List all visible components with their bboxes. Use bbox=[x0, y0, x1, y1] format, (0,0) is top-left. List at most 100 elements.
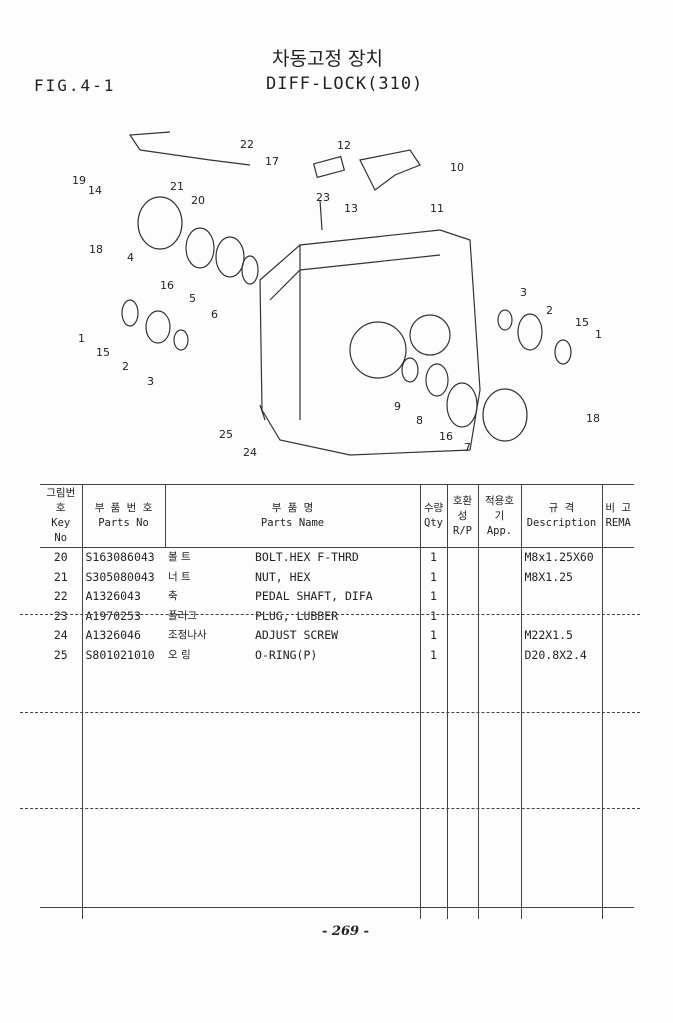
cell-app bbox=[477, 626, 521, 646]
cell-desc: D20.8X2.4 bbox=[520, 645, 602, 665]
callout: 15 bbox=[575, 316, 589, 329]
table-row bbox=[40, 801, 634, 822]
cell-qty: 1 bbox=[419, 567, 447, 587]
cell-part: A1326043 bbox=[81, 587, 165, 607]
cell-name: O-RING(P) bbox=[255, 647, 318, 662]
cell-desc bbox=[520, 684, 602, 704]
cell-rp bbox=[446, 860, 478, 880]
cell-rp bbox=[446, 665, 478, 685]
page-number: - 269 - bbox=[322, 924, 369, 939]
diagram-drawing bbox=[121, 131, 572, 456]
cell-rp bbox=[446, 567, 478, 587]
cell-rp bbox=[446, 723, 478, 743]
callout: 8 bbox=[416, 414, 423, 427]
cell-rema bbox=[601, 587, 634, 607]
callout: 12 bbox=[337, 139, 351, 152]
cell-rema bbox=[601, 860, 634, 880]
callout: 18 bbox=[89, 243, 103, 256]
cell-rema bbox=[601, 684, 634, 704]
cell-qty bbox=[419, 704, 447, 724]
cell-qty bbox=[419, 743, 447, 763]
cell-qty: 1 bbox=[419, 626, 447, 646]
cell-name bbox=[215, 821, 420, 841]
callout: 1 bbox=[78, 332, 85, 345]
cell-rp bbox=[446, 782, 478, 802]
cell-ko bbox=[165, 802, 215, 822]
cell-name bbox=[215, 724, 420, 744]
cell-rema bbox=[601, 782, 634, 802]
cell-rema bbox=[601, 821, 634, 841]
cell-key: 24 bbox=[53, 628, 68, 642]
cell-rema bbox=[601, 723, 634, 743]
cell-name: PLUG, LUBBER bbox=[255, 608, 339, 623]
cell-ko bbox=[165, 860, 215, 880]
callout: 1 bbox=[595, 328, 602, 341]
cell-rp bbox=[446, 547, 478, 568]
cell-app bbox=[477, 645, 521, 665]
cell-desc bbox=[520, 665, 602, 685]
divider bbox=[20, 712, 640, 713]
cell-key bbox=[40, 860, 82, 880]
cell-rema bbox=[601, 665, 634, 685]
cell-app bbox=[477, 762, 521, 782]
cell-name bbox=[215, 665, 420, 685]
cell-rp bbox=[446, 899, 478, 919]
cell-ko: 오 링 bbox=[168, 648, 191, 661]
cell-part bbox=[81, 801, 165, 821]
cell-rema bbox=[601, 567, 634, 587]
cell-desc bbox=[520, 723, 602, 743]
exploded-parts-diagram: 22 12 17 10 19 14 21 20 23 13 11 18 4 16… bbox=[72, 131, 602, 459]
callout: 20 bbox=[191, 194, 205, 207]
cell-ko bbox=[165, 685, 215, 705]
table-bottom-line bbox=[40, 907, 634, 908]
cell-part bbox=[81, 821, 165, 841]
cell-part bbox=[81, 704, 165, 724]
table-row bbox=[40, 879, 634, 899]
cell-qty: 1 bbox=[419, 606, 447, 626]
cell-desc bbox=[520, 587, 602, 607]
cell-ko bbox=[165, 763, 215, 783]
cell-app bbox=[477, 665, 521, 685]
cell-ko bbox=[165, 782, 215, 802]
cell-part bbox=[81, 743, 165, 763]
cell-ko: 플러그 bbox=[168, 609, 197, 622]
cell-rema bbox=[601, 879, 634, 899]
cell-desc: M8x1.25X60 bbox=[520, 547, 602, 568]
cell-ko: 조정나사 bbox=[168, 629, 207, 641]
title-korean: 차동고정 장치 bbox=[272, 48, 383, 70]
callout: 25 bbox=[219, 428, 233, 441]
callout: 18 bbox=[586, 412, 600, 425]
cell-part: S801021010 bbox=[81, 645, 165, 665]
cell-app bbox=[477, 567, 521, 587]
callout: 2 bbox=[122, 360, 129, 373]
figure-number: FIG.4-1 bbox=[34, 76, 116, 95]
cell-name bbox=[215, 841, 420, 861]
cell-desc bbox=[520, 801, 602, 821]
cell-ko bbox=[165, 743, 215, 763]
cell-rp bbox=[446, 821, 478, 841]
table-row bbox=[40, 821, 634, 841]
cell-app bbox=[477, 723, 521, 743]
cell-rp bbox=[446, 840, 478, 860]
cell-ko bbox=[165, 899, 215, 919]
cell-rp bbox=[446, 704, 478, 724]
callout: 13 bbox=[344, 202, 358, 215]
cell-ko: 축 bbox=[168, 590, 178, 602]
cell-rp bbox=[446, 626, 478, 646]
callout: 17 bbox=[265, 155, 279, 168]
cell-part: S163086043 bbox=[81, 547, 165, 568]
cell-app bbox=[477, 684, 521, 704]
cell-part bbox=[81, 723, 165, 743]
callout: 21 bbox=[170, 180, 184, 193]
callout: 11 bbox=[430, 202, 444, 215]
cell-rema bbox=[601, 626, 634, 646]
